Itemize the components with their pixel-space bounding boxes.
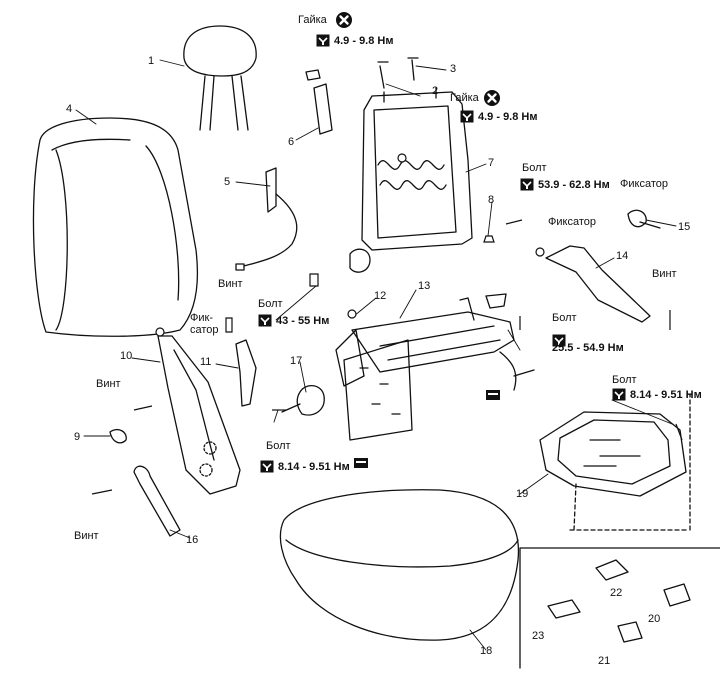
label-bolt-8: Болт	[522, 162, 547, 174]
part-number-17: 17	[290, 355, 303, 367]
torque-spec-nut-top: 4.9 - 9.8 Нм	[316, 34, 394, 47]
wrench-torque-icon	[612, 388, 626, 401]
torque-value: 8.14 - 9.51 Нм	[278, 460, 350, 473]
part-number-16: 16	[186, 534, 199, 546]
torque-value: 25.5 - 54.9 Нм	[552, 342, 624, 354]
torque-spec-bolt-25: 25.5 - 54.9 Нм	[552, 326, 624, 354]
part-number-6: 6	[288, 136, 295, 148]
torque-value: 4.9 - 9.8 Нм	[478, 110, 538, 123]
part-number-3: 3	[450, 63, 457, 75]
torque-spec-bolt-8: 53.9 - 62.8 Нм	[520, 178, 610, 191]
label-bolt-17: Болт	[266, 440, 291, 452]
label-bolt-19: Болт	[612, 374, 637, 386]
label-nut-right: Гайка	[450, 92, 479, 104]
label-clip-split-2: сатор	[190, 324, 219, 336]
torque-value: 8.14 - 9.51 Нм	[630, 388, 702, 401]
part-number-22: 22	[610, 587, 623, 599]
part-number-12: 12	[374, 290, 387, 302]
wrench-torque-icon	[520, 178, 534, 191]
clip-15	[627, 209, 661, 229]
part-number-2: 2	[432, 85, 439, 97]
label-screw-16: Винт	[74, 530, 99, 542]
label-bolt-25: Болт	[552, 312, 577, 324]
seatback-cover	[32, 117, 199, 337]
label-nut-top: Гайка	[298, 14, 327, 26]
part-number-21: 21	[598, 655, 611, 667]
seat-pan	[539, 393, 691, 531]
wrench-torque-icon	[460, 110, 474, 123]
torque-spec-bolt-43: 43 - 55 Нм	[258, 314, 329, 327]
label-clip-14: Фиксатор	[548, 216, 596, 228]
part-number-10: 10	[120, 350, 133, 362]
do-not-reuse-icon	[484, 90, 500, 106]
clip-9	[109, 428, 127, 444]
torque-value: 4.9 - 9.8 Нм	[334, 34, 394, 47]
cover-14	[545, 245, 651, 323]
side-trim	[157, 335, 241, 495]
seat-cushion	[279, 489, 520, 641]
torque-spec-bolt-19: 8.14 - 9.51 Нм	[612, 388, 702, 401]
inset-box	[519, 547, 720, 669]
seat-rail-assembly	[335, 293, 535, 441]
part-number-4: 4	[66, 103, 73, 115]
bracket-11	[235, 339, 257, 407]
part-number-20: 20	[648, 613, 661, 625]
bracket-6	[305, 69, 333, 135]
part-number-14: 14	[616, 250, 629, 262]
apply-grease-icon	[354, 458, 368, 468]
do-not-reuse-icon	[336, 12, 352, 28]
lumbar-lever	[235, 167, 298, 271]
part-number-11: 11	[200, 356, 212, 368]
apply-grease-icon	[486, 390, 500, 400]
torque-spec-bolt-17: 8.14 - 9.51 Нм	[260, 460, 350, 473]
label-screw-14: Винт	[652, 268, 677, 280]
recliner-motor	[281, 385, 325, 416]
part-number-13: 13	[418, 280, 431, 292]
torque-spec-nut-right: 4.9 - 9.8 Нм	[460, 110, 538, 123]
part-number-8: 8	[488, 194, 495, 206]
label-screw-10: Винт	[96, 378, 121, 390]
cover-16	[133, 465, 181, 537]
label-screw-11: Винт	[218, 278, 243, 290]
wrench-torque-icon	[316, 34, 330, 47]
part-number-15: 15	[678, 221, 691, 233]
wrench-torque-icon	[260, 460, 274, 473]
part-number-18: 18	[480, 645, 493, 657]
wrench-torque-icon	[258, 314, 272, 327]
part-number-23: 23	[532, 630, 545, 642]
part-number-1: 1	[148, 55, 155, 67]
wrench-torque-icon	[552, 334, 566, 346]
label-bolt-43: Болт	[258, 298, 283, 310]
torque-value: 43 - 55 Нм	[276, 314, 330, 327]
seatback-frame	[349, 87, 473, 273]
part-number-5: 5	[224, 176, 231, 188]
label-clip-15: Фиксатор	[620, 178, 668, 190]
headrest	[183, 25, 257, 131]
torque-value: 53.9 - 62.8 Нм	[538, 178, 610, 191]
part-number-7: 7	[488, 157, 495, 169]
label-clip-split-1: Фик-	[190, 312, 213, 324]
part-number-9: 9	[74, 431, 81, 443]
part-number-19: 19	[516, 488, 529, 500]
